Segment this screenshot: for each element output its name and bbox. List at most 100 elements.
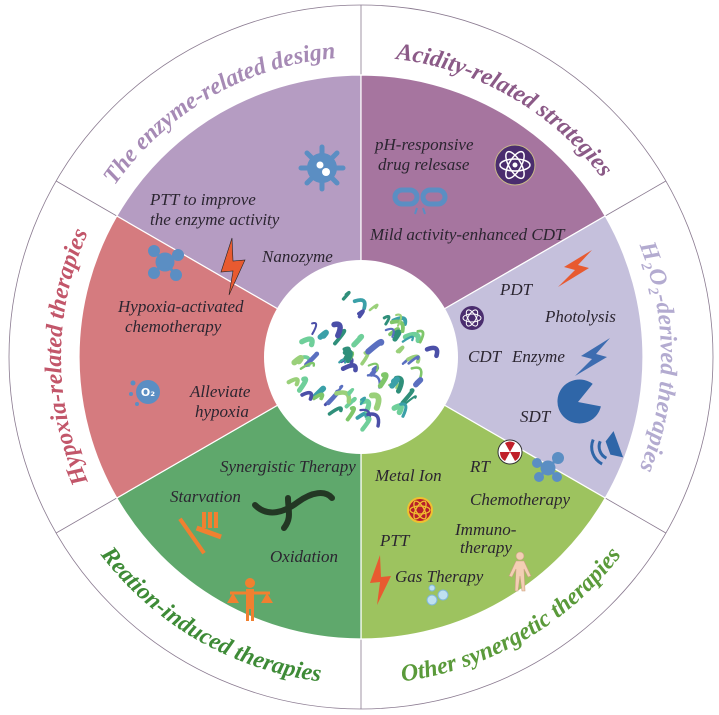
protein-strand bbox=[413, 377, 424, 388]
lightning-icon bbox=[220, 237, 246, 296]
protein-strand bbox=[286, 377, 300, 387]
label-ph-responsive: pH-responsive drug relesase bbox=[374, 135, 478, 174]
protein-strand bbox=[357, 309, 365, 319]
speaker-icon bbox=[590, 431, 624, 466]
title-word: design bbox=[268, 38, 337, 76]
protein-strand bbox=[366, 412, 381, 428]
protein-strand bbox=[416, 329, 425, 344]
protein-strand bbox=[399, 402, 408, 418]
protein-strand bbox=[368, 303, 379, 312]
label-pdt: PDT bbox=[499, 280, 534, 299]
protein-strand bbox=[347, 387, 355, 396]
protein-strand bbox=[333, 328, 347, 346]
label-oxidation: Oxidation bbox=[270, 547, 338, 566]
protein-strand bbox=[345, 406, 356, 422]
atom-icon bbox=[460, 306, 484, 330]
divider-line bbox=[605, 180, 667, 217]
protein-strand bbox=[352, 298, 367, 311]
protein-strand bbox=[391, 403, 404, 416]
gas-bubbles-icon bbox=[426, 584, 449, 606]
protein-strand bbox=[359, 396, 367, 406]
oxygen-icon: O₂ bbox=[129, 380, 160, 406]
protein-strand bbox=[389, 376, 400, 389]
label-ptt-improve: PTT to improve the enzyme activity bbox=[149, 190, 280, 229]
protein-strand bbox=[312, 392, 325, 401]
protein-strand bbox=[299, 361, 316, 370]
protein-strand bbox=[410, 366, 423, 379]
protein-strand bbox=[317, 329, 329, 340]
label-chemotherapy: Chemotherapy bbox=[470, 490, 571, 509]
other-items: Metal Ion RT Chemotherapy Immuno- therap… bbox=[370, 439, 571, 606]
label-nanozyme: Nanozyme bbox=[261, 247, 333, 266]
label-alleviate-hypoxia: Alleviate hypoxia bbox=[189, 382, 255, 421]
label-immunotherapy: Immuno- therapy bbox=[454, 520, 521, 557]
pacman-icon bbox=[557, 379, 601, 424]
protein-strand bbox=[400, 388, 415, 405]
enzyme-items: PTT to improve the enzyme activity Nanoz… bbox=[149, 144, 346, 296]
protein-strand bbox=[384, 327, 395, 338]
label-sdt: SDT bbox=[520, 407, 552, 426]
label-starvation: Starvation bbox=[170, 487, 241, 506]
protein-strand bbox=[334, 390, 352, 404]
protein-strand bbox=[424, 345, 440, 359]
protein-strand bbox=[342, 349, 353, 364]
protein-strand bbox=[367, 362, 379, 372]
protein-strand bbox=[300, 390, 314, 401]
o2-label: O₂ bbox=[141, 386, 155, 399]
protein-strand bbox=[351, 333, 365, 348]
lightning-icon bbox=[370, 555, 391, 605]
molecule-icon bbox=[148, 245, 184, 281]
label-ptt: PTT bbox=[379, 531, 411, 550]
label-mild-cdt: Mild activity-enhanced CDT bbox=[369, 225, 566, 244]
protein-strand bbox=[389, 319, 405, 334]
protein-strand bbox=[299, 336, 315, 348]
h2o2-items: PDT Photolysis CDT Enzyme SDT bbox=[460, 250, 624, 466]
protein-strand bbox=[360, 416, 372, 432]
protein-strand bbox=[340, 363, 358, 373]
wedge-h2o2 bbox=[359, 215, 644, 499]
acidity-items: pH-responsive drug relesase Mild activit… bbox=[369, 135, 566, 244]
protein-strand bbox=[311, 322, 318, 336]
label-metal-ion: Metal Ion bbox=[374, 466, 442, 485]
label-enzyme: Enzyme bbox=[511, 347, 565, 366]
label-synergistic: Synergistic Therapy bbox=[220, 457, 356, 476]
label-hypoxia-activated: Hypoxia-activated chemotherapy bbox=[117, 297, 248, 336]
hypoxia-items: Hypoxia-activated chemotherapy O₂ Allevi… bbox=[117, 245, 255, 421]
protein-strand bbox=[342, 346, 351, 361]
protein-strand bbox=[395, 313, 403, 327]
lightning-icon bbox=[558, 250, 592, 287]
protein-strand bbox=[368, 392, 382, 411]
protein-strand bbox=[344, 396, 357, 409]
label-photolysis: Photolysis bbox=[544, 307, 616, 326]
divider-line bbox=[605, 497, 667, 534]
protein-strand bbox=[304, 351, 320, 368]
lightning-blue-icon bbox=[575, 338, 610, 376]
center-circle bbox=[264, 260, 458, 454]
ring-dividers bbox=[55, 5, 667, 709]
protein-strand bbox=[341, 290, 351, 301]
nanozyme-virus-icon bbox=[298, 144, 346, 192]
synergy-link-icon bbox=[252, 490, 335, 531]
label-cdt: CDT bbox=[468, 347, 503, 366]
protein-strand bbox=[331, 321, 343, 339]
protein-strand bbox=[407, 355, 420, 365]
molecule-icon bbox=[532, 452, 564, 482]
protein-strand bbox=[327, 406, 343, 416]
atom-icon bbox=[494, 144, 536, 186]
protein-strand bbox=[401, 335, 415, 343]
label-gas-therapy: Gas Therapy bbox=[395, 567, 484, 586]
title-word: therapies bbox=[231, 639, 323, 687]
protein-strand bbox=[392, 329, 402, 342]
fork-knife-icon bbox=[178, 512, 222, 555]
atom-red-icon bbox=[407, 497, 433, 523]
protein-strand bbox=[296, 376, 309, 393]
protein-strand bbox=[402, 331, 421, 344]
protein-strand bbox=[395, 345, 405, 354]
wedge-hypoxia bbox=[78, 215, 363, 499]
divider-line bbox=[55, 180, 117, 217]
reaction-items: Synergistic Therapy Starvation Oxidation bbox=[170, 457, 356, 621]
label-rt: RT bbox=[469, 457, 491, 476]
human-body-icon bbox=[508, 551, 532, 592]
